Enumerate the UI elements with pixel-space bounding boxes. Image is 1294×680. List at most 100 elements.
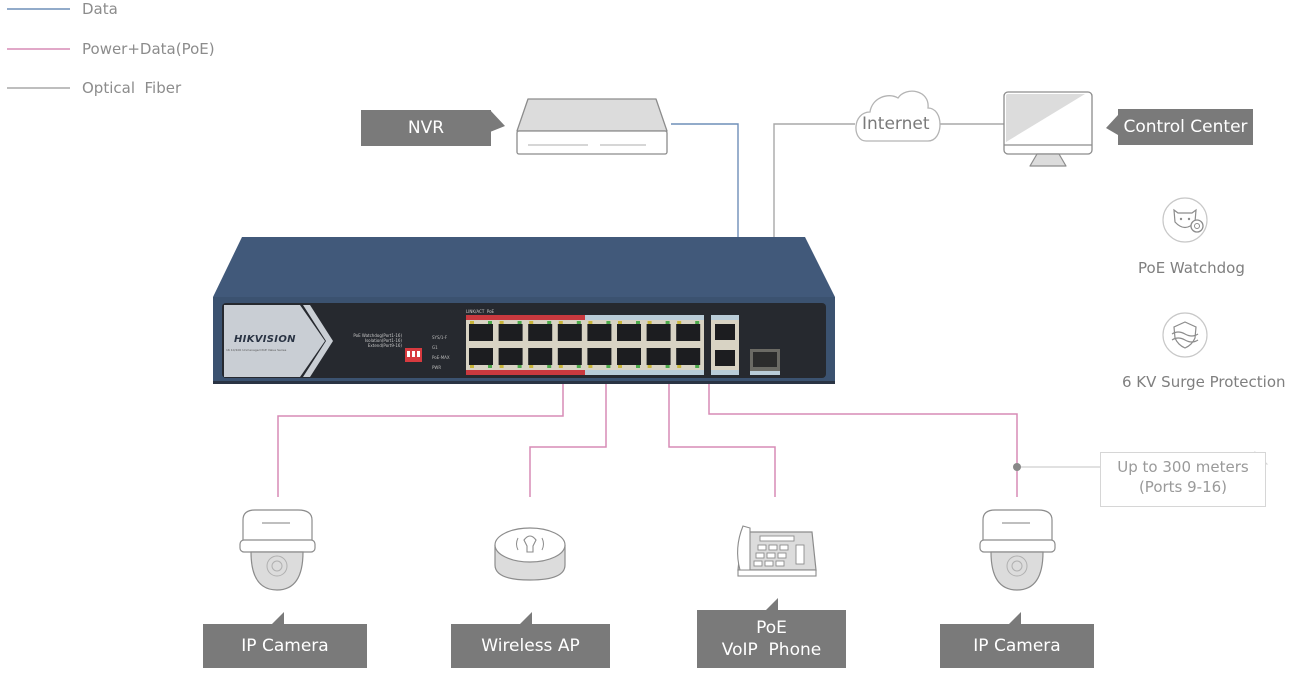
port-led [529, 365, 534, 368]
port-led [470, 321, 474, 324]
rj45-port [676, 348, 701, 365]
port-led [677, 365, 682, 368]
port-led [517, 321, 522, 324]
port-header-label: LINK/ACT PoE [466, 309, 495, 314]
switch-subtitle: 16 10/100 Unmanaged PoE Value Series [226, 348, 287, 352]
poe-switch [213, 237, 835, 384]
control-center-tag: Control Center [1118, 109, 1253, 145]
voip-phone-tag-pointer [766, 598, 778, 610]
rj45-port [646, 348, 671, 365]
switch-brand-logo: HIKVISION [234, 334, 296, 345]
nvr-tag-pointer [490, 110, 505, 132]
port-led [499, 321, 504, 324]
feature-surge-protection-label: 6 KV Surge Protection [1122, 373, 1286, 391]
port-led [618, 365, 622, 368]
port-led [576, 365, 581, 368]
port-led [470, 365, 474, 368]
voip-phone-tag: PoE VoIP Phone [697, 610, 846, 668]
rj45-port [498, 324, 523, 341]
port-led [647, 365, 652, 368]
rj45-port [587, 324, 612, 341]
rj45-port [557, 324, 582, 341]
rj45-port [528, 348, 553, 365]
internet-label: Internet [862, 114, 930, 134]
switch-led-labels: SYS/1-F G1 PoE-MAX PWR [432, 333, 450, 373]
port-led [636, 365, 640, 368]
port-led [576, 321, 581, 324]
port-led [606, 321, 611, 324]
control-center-monitor-icon [1003, 91, 1093, 167]
wireless-ap-tag-pointer [520, 612, 532, 624]
led-pwr: PWR [432, 365, 442, 370]
rj45-port [469, 348, 493, 365]
port-led [558, 365, 563, 368]
voip-phone-icon [737, 525, 817, 577]
port-led [665, 321, 670, 324]
led-poe-max: PoE-MAX [432, 355, 450, 360]
voip-phone-tag-line1: PoE [756, 617, 787, 638]
nvr-tag: NVR [361, 110, 491, 146]
port-led [547, 321, 552, 324]
wireless-ap-tag: Wireless AP [451, 624, 610, 668]
rj45-port [587, 348, 612, 365]
port-led [488, 321, 492, 324]
dog-watchdog-icon [1162, 197, 1208, 243]
port-led [547, 365, 552, 368]
led-g1: G1 [432, 345, 438, 350]
shield-surge-icon [1162, 312, 1208, 358]
note-pointer-dot [1013, 463, 1021, 471]
port-led [606, 365, 611, 368]
legend-fiber-label: Optical Fiber [82, 79, 182, 97]
ip-camera-right-tag: IP Camera [940, 624, 1094, 668]
ip-camera-left-icon [239, 509, 316, 591]
dip-label-isolation: Isolation(Port1-16) [364, 338, 402, 343]
poe-line-voip-phone [668, 384, 776, 497]
internet-fiber-line [773, 123, 855, 238]
port-led [499, 365, 504, 368]
ip-camera-left-tag-pointer [272, 612, 284, 624]
wireless-ap-icon [494, 527, 566, 581]
internet-cloud-icon [855, 90, 941, 142]
port-led [558, 321, 563, 324]
poe-line-camera-left [277, 384, 564, 497]
control-center-tag-pointer [1106, 115, 1118, 135]
poe-line-camera-right [708, 384, 1018, 497]
switch-dip-labels: PoE Watchdog(Port1-16) Isolation(Port1-1… [340, 333, 402, 348]
ip-camera-right-tag-pointer [1009, 612, 1021, 624]
dip-label-extend: Extend(Port9-16) [367, 343, 402, 348]
port-led [647, 321, 652, 324]
distance-note-line2: (Ports 9-16) [1138, 478, 1228, 497]
port-led [677, 321, 682, 324]
rj45-port [646, 324, 671, 341]
nvr-device-icon [516, 98, 668, 155]
ip-camera-right-icon [979, 509, 1056, 591]
port-led [488, 365, 492, 368]
legend-data-label: Data [82, 0, 118, 18]
feature-poe-watchdog-label: PoE Watchdog [1138, 259, 1245, 277]
nvr-data-line [671, 123, 739, 238]
dip-label-watchdog: PoE Watchdog(Port1-16) [353, 333, 402, 338]
distance-note-line1: Up to 300 meters [1117, 458, 1249, 476]
rj45-port [676, 324, 701, 341]
rj45-port [498, 348, 523, 365]
port-led [618, 321, 622, 324]
ip-camera-left-tag: IP Camera [203, 624, 367, 668]
distance-note: Up to 300 meters (Ports 9-16) [1100, 452, 1266, 507]
port-led [588, 321, 593, 324]
rj45-port [528, 324, 553, 341]
rj45-port [469, 324, 493, 341]
legend-poe-label: Power+Data(PoE) [82, 40, 215, 58]
port-led [517, 365, 522, 368]
led-sys: SYS/1-F [432, 335, 448, 340]
voip-phone-tag-line2: VoIP Phone [721, 640, 822, 660]
poe-line-wireless-ap [529, 384, 607, 497]
port-led [695, 321, 700, 324]
port-led [636, 321, 640, 324]
port-led [529, 321, 534, 324]
port-led [665, 365, 670, 368]
rj45-port [617, 348, 641, 365]
rj45-port [557, 348, 582, 365]
port-led [695, 365, 700, 368]
rj45-port [617, 324, 641, 341]
